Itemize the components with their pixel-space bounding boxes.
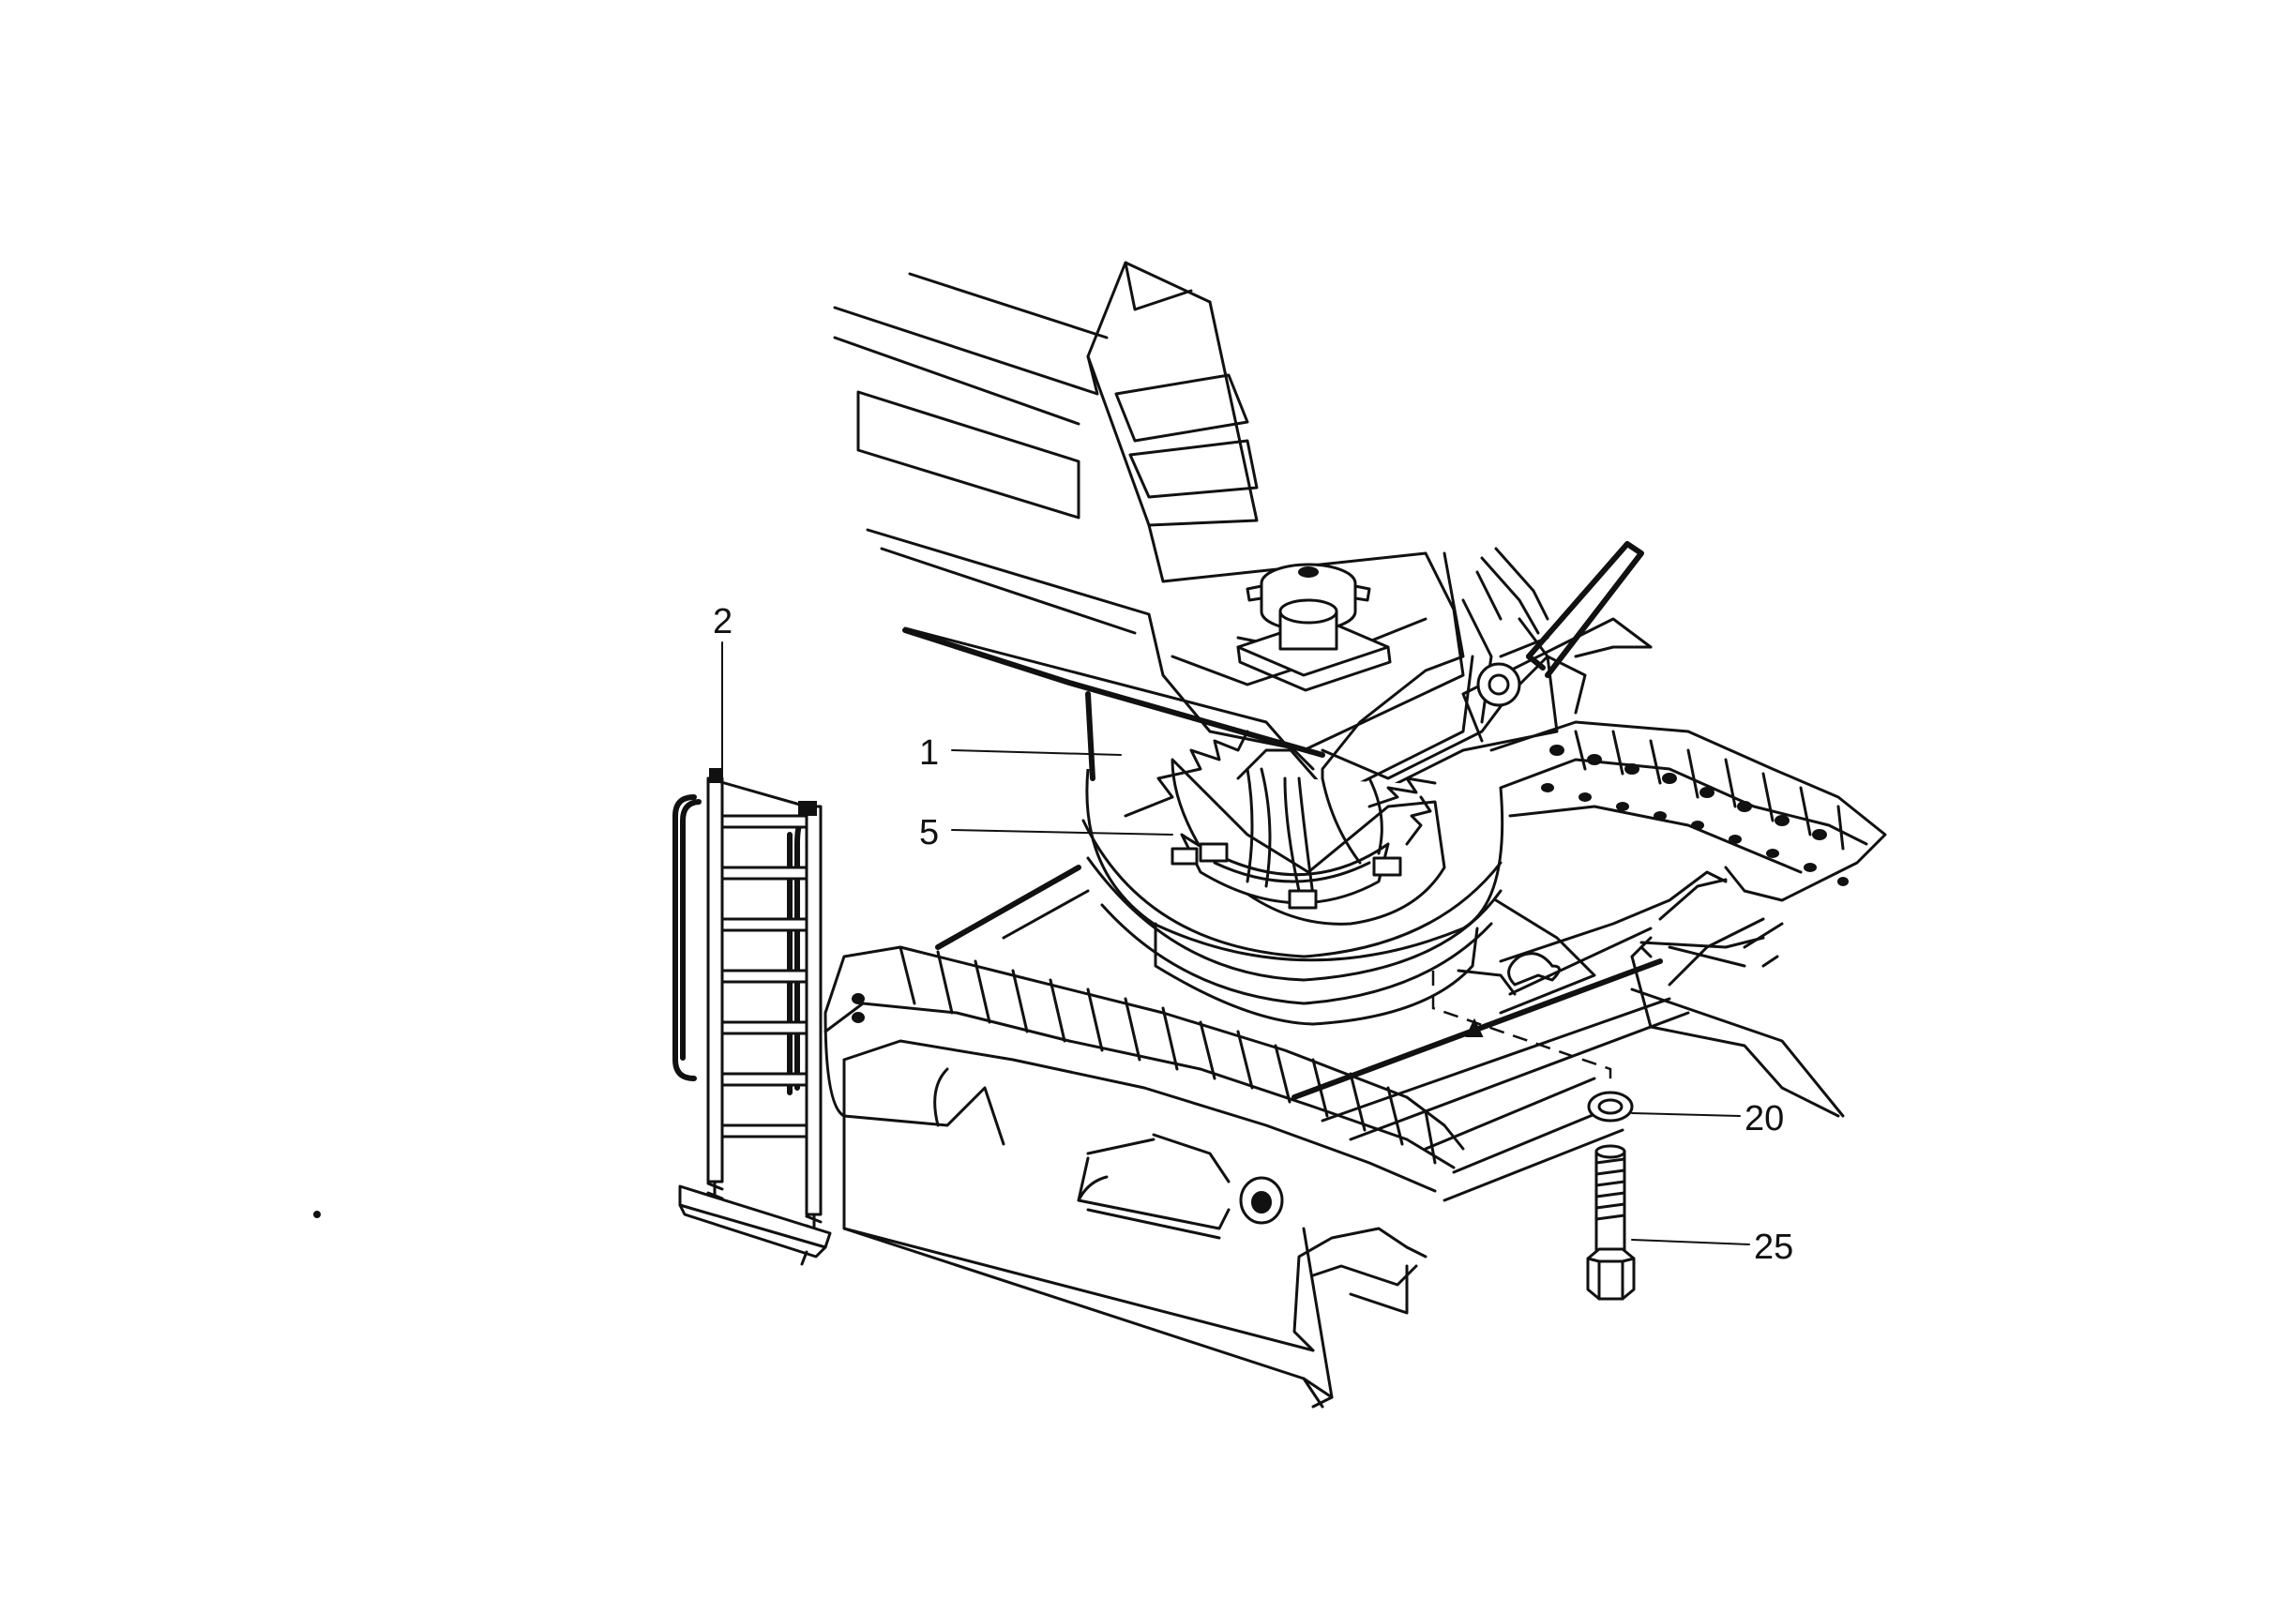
leader-20 — [1631, 1112, 1741, 1117]
scan-speck — [313, 1211, 321, 1218]
slew-ring — [1081, 730, 1504, 1026]
front-track — [823, 945, 1465, 1225]
track-frame — [823, 1011, 1427, 1409]
rear-track — [1489, 720, 1887, 902]
callout-1: 1 — [919, 733, 939, 773]
assembly-arrow — [1465, 1018, 1484, 1037]
leader-5 — [951, 829, 1173, 836]
callout-2: 2 — [713, 602, 733, 641]
swivel-joint — [1236, 563, 1392, 692]
bolt — [1586, 1144, 1636, 1301]
washer — [1587, 1091, 1634, 1123]
boom-arm — [1461, 541, 1653, 715]
assembly-path — [1431, 971, 1612, 1088]
callout-5: 5 — [919, 813, 939, 852]
leader-1 — [951, 749, 1122, 756]
upper-structure — [833, 261, 1559, 799]
leader-25 — [1631, 1239, 1750, 1245]
callout-25: 25 — [1754, 1228, 1793, 1267]
callout-20: 20 — [1745, 1099, 1784, 1138]
ladder — [672, 768, 832, 1266]
